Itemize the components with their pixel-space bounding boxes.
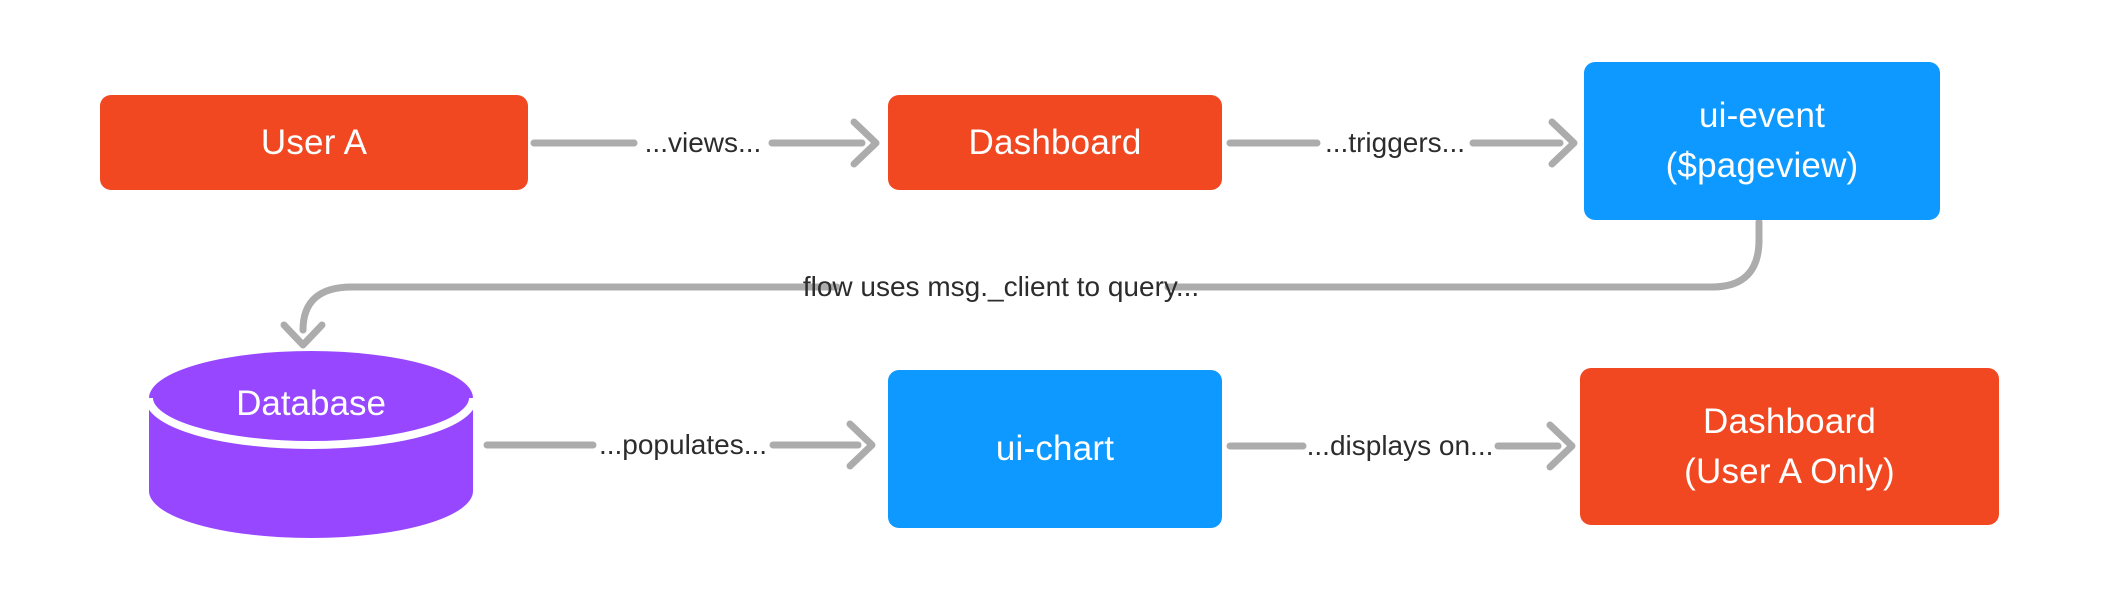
node-user-a: User A — [100, 95, 528, 190]
database-cylinder-shape — [145, 351, 477, 538]
node-user-a-label: User A — [260, 122, 368, 162]
node-dashboard: Dashboard — [888, 95, 1222, 190]
edge-query-line-right — [1164, 218, 1763, 291]
edge-populates-arrowhead-icon — [846, 420, 876, 470]
edge-label-views: ...views... — [644, 127, 762, 158]
node-dashboard-label: Dashboard — [968, 122, 1142, 162]
edge-query-line-left — [299, 283, 841, 334]
node-dashboard-user-a-only: Dashboard (User A Only) — [1580, 368, 1999, 525]
node-dashboard-user-a-only-line2: (User A Only) — [1684, 451, 1895, 491]
node-database-label: Database — [236, 384, 386, 423]
node-ui-chart: ui-chart — [888, 370, 1222, 528]
edge-displays-on-arrowhead-icon — [1546, 421, 1576, 471]
edge-triggers-arrowhead-icon — [1548, 118, 1578, 168]
node-ui-event-label-line2: ($pageview) — [1665, 146, 1859, 185]
node-ui-chart-label: ui-chart — [995, 429, 1115, 468]
edge-query-arrowhead-icon — [280, 321, 326, 349]
edge-label-triggers: ...triggers... — [1324, 127, 1466, 158]
node-ui-event-label-line1: ui-event — [1698, 96, 1826, 135]
edge-label-populates: ...populates... — [598, 429, 768, 460]
edge-label-displays-on: ...displays on... — [1306, 430, 1494, 461]
edge-label-query: flow uses msg._client to query... — [802, 271, 1200, 302]
edge-views-arrowhead-icon — [850, 118, 880, 168]
node-ui-event: ui-event ($pageview) — [1584, 62, 1940, 220]
database-cylinder-split-line — [145, 397, 477, 449]
node-dashboard-user-a-only-line1: Dashboard — [1702, 401, 1877, 441]
